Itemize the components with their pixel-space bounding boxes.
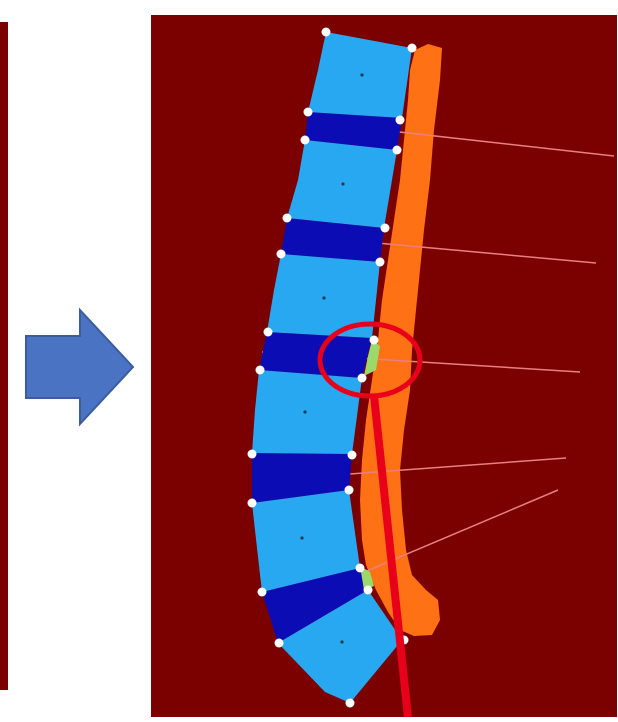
landmark-point [408, 44, 417, 53]
landmark-point [275, 639, 284, 648]
landmark-point [283, 214, 292, 223]
centroid-marker [322, 296, 325, 299]
landmark-point [248, 499, 257, 508]
landmark-point [396, 116, 405, 125]
landmark-point [256, 366, 265, 375]
centroid-marker [300, 536, 303, 539]
landmark-point [322, 28, 331, 37]
landmark-point [358, 374, 367, 383]
landmark-point [393, 146, 402, 155]
landmark-point [370, 336, 379, 345]
landmark-point [345, 486, 354, 495]
disc [259, 332, 372, 378]
landmark-point [381, 224, 390, 233]
centroid-marker [341, 182, 344, 185]
landmark-point [258, 588, 267, 597]
landmark-point [248, 450, 257, 459]
centroid-marker [303, 410, 306, 413]
landmark-point [301, 136, 310, 145]
centroid-marker [340, 640, 343, 643]
centroid-marker [360, 73, 363, 76]
landmark-point [304, 108, 313, 117]
previous-panel-edge [0, 22, 8, 690]
landmark-point [277, 250, 286, 259]
landmark-point [348, 451, 357, 460]
vertebra [252, 370, 362, 454]
landmark-point [264, 328, 273, 337]
landmark-point [356, 564, 365, 573]
landmark-point [364, 586, 373, 595]
landmark-point [346, 699, 355, 708]
landmark-point [376, 258, 385, 267]
right-arrow-icon [26, 310, 133, 424]
